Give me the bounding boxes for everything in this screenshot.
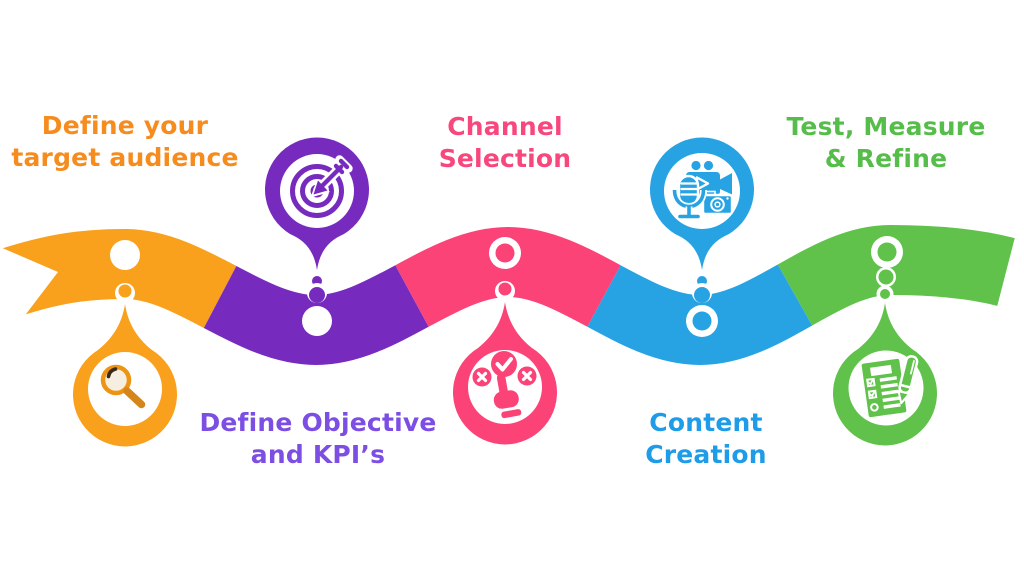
document-title-bar bbox=[870, 364, 893, 377]
step-3-marker bbox=[452, 237, 557, 445]
target-ring-outer bbox=[290, 164, 344, 218]
checklist-pen-icon bbox=[861, 355, 919, 418]
hand-cuff bbox=[501, 409, 522, 419]
hand-fist bbox=[493, 390, 519, 409]
step-2-node bbox=[302, 306, 332, 336]
step-1-dot bbox=[118, 284, 132, 298]
step-5-node-hole bbox=[877, 242, 897, 262]
target-dart-icon bbox=[290, 155, 353, 218]
step-5-label-line1: Test, Measure bbox=[786, 112, 986, 141]
step-4-dot bbox=[694, 287, 710, 303]
step-1-label-line2: target audience bbox=[11, 143, 239, 172]
hand-finger bbox=[496, 373, 508, 397]
step-5-marker bbox=[832, 236, 937, 446]
microphone-grill-lines bbox=[680, 182, 698, 196]
step-5-label-line2: & Refine bbox=[824, 144, 948, 173]
dart-head bbox=[313, 180, 328, 195]
step-2-label-line2: and KPI’s bbox=[250, 440, 386, 469]
film-reel-left bbox=[689, 158, 703, 173]
pointing-hand bbox=[493, 373, 522, 419]
step-1-marker bbox=[73, 240, 177, 447]
magnifying-glass-icon bbox=[100, 364, 146, 409]
step-3-dot bbox=[498, 282, 512, 296]
photo-camera-lens-center bbox=[714, 201, 721, 208]
magnifier-handle bbox=[123, 387, 146, 409]
target-ring-inner bbox=[300, 174, 334, 208]
list-bullet-circle bbox=[870, 403, 879, 412]
pen-grip-band bbox=[899, 383, 912, 389]
checkbox-2-tick bbox=[869, 389, 876, 398]
check-mark bbox=[495, 357, 513, 372]
photo-camera-body bbox=[701, 193, 734, 216]
step-4-label-line2: Creation bbox=[645, 440, 767, 469]
photo-camera-dot bbox=[726, 197, 729, 200]
step-4-label: Content Creation bbox=[586, 407, 826, 471]
step-2-label-line1: Define Objective bbox=[199, 408, 437, 437]
check-ball bbox=[491, 351, 517, 377]
ribbon-tail-notch bbox=[0, 247, 58, 318]
checklist-document bbox=[861, 358, 907, 418]
step-2-marker bbox=[265, 137, 370, 336]
step-4-node-hole bbox=[692, 311, 712, 331]
checkbox-1-tick bbox=[867, 378, 875, 386]
step-1-label: Define your target audience bbox=[0, 110, 250, 174]
document-text-lines bbox=[879, 376, 901, 409]
step-2-dot bbox=[309, 287, 325, 303]
pen-clip bbox=[909, 360, 915, 375]
x-marks bbox=[476, 370, 533, 383]
film-reel-right bbox=[701, 158, 716, 173]
step-5-dot bbox=[878, 269, 894, 285]
step-4-label-line1: Content bbox=[649, 408, 763, 437]
pen bbox=[897, 355, 919, 405]
microphone-stand-arc bbox=[672, 189, 706, 209]
step-1-label-line1: Define your bbox=[41, 111, 209, 140]
step-3-label-line1: Channel bbox=[447, 112, 563, 141]
photo-camera-lens bbox=[710, 197, 725, 212]
step-2-label: Define Objective and KPI’s bbox=[188, 407, 448, 471]
hand-check-icon bbox=[472, 351, 537, 419]
step-3-label: Channel Selection bbox=[385, 111, 625, 175]
step-1-node bbox=[110, 240, 140, 270]
ribbon-segment-5 bbox=[777, 224, 1015, 326]
dart bbox=[318, 158, 350, 190]
step-5-label: Test, Measure & Refine bbox=[766, 111, 1006, 175]
pen-nib bbox=[897, 390, 911, 405]
magnifier-glare bbox=[106, 367, 118, 379]
step-5-dot-small bbox=[880, 289, 890, 299]
video-camera-lens-horn bbox=[720, 173, 732, 195]
step-3-label-line2: Selection bbox=[438, 144, 572, 173]
media-production-icon bbox=[671, 158, 734, 219]
step-4-marker bbox=[650, 137, 754, 337]
step-3-node-hole bbox=[495, 243, 515, 263]
